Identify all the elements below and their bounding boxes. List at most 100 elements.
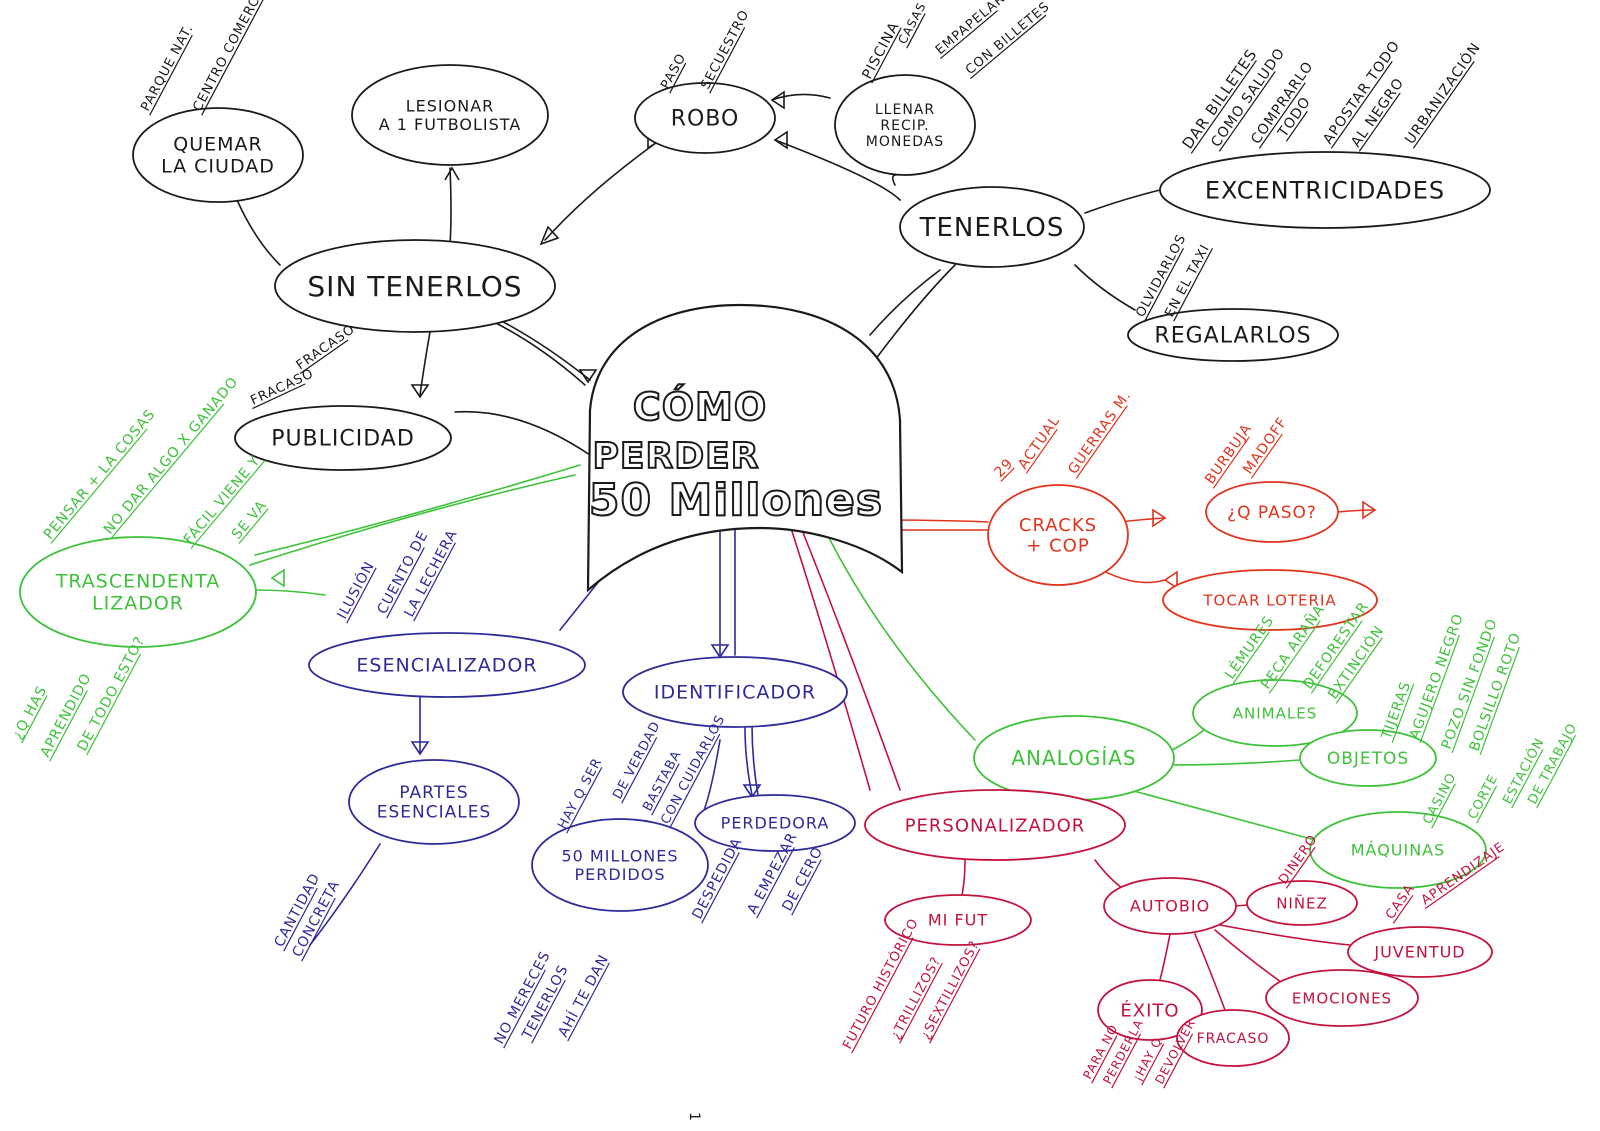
node-ellipse <box>1176 1009 1290 1067</box>
node-label: LESIONAR <box>406 96 495 115</box>
connector-line <box>961 859 966 896</box>
note-sevan: SE VA <box>229 497 270 542</box>
connector-line <box>1084 189 1161 214</box>
note-underline <box>791 859 822 916</box>
arrow-head <box>1152 508 1167 528</box>
arrow-head <box>770 90 785 110</box>
node-ellipse <box>1159 151 1491 229</box>
note-underline <box>238 508 269 544</box>
node-personalizador: PERSONALIZADOR <box>864 789 1126 861</box>
central-topic: CÓMO PERDER 50 Millones <box>586 303 904 593</box>
note-underline <box>301 897 336 962</box>
node-ellipse <box>308 632 586 698</box>
node-label: OBJETOS <box>1327 749 1409 769</box>
connector-line <box>454 410 591 456</box>
connector-line <box>544 139 661 241</box>
connector-line <box>419 331 431 396</box>
connector-line <box>1214 929 1286 986</box>
node-label: RECIP. <box>880 118 929 134</box>
arrow-head <box>1362 500 1377 520</box>
node-ellipse <box>531 818 709 912</box>
note-underline <box>940 10 998 60</box>
node-ellipse <box>864 789 1126 861</box>
node-tenerlos: TENERLOS <box>899 186 1085 268</box>
note-underline <box>1212 436 1250 489</box>
node-ellipse <box>234 405 452 471</box>
node-label: AUTOBIO <box>1130 897 1210 916</box>
connector-line <box>771 93 831 101</box>
connector-line <box>236 199 281 266</box>
node-ellipse <box>351 64 549 166</box>
note-underline <box>1451 636 1495 754</box>
connector-line <box>249 474 576 566</box>
note-fracaso2: FRACASO <box>294 322 358 373</box>
note-madoff: MADOFF <box>1240 414 1291 477</box>
connector-line <box>489 319 586 386</box>
connector-line <box>869 269 941 336</box>
note-underline <box>413 542 456 622</box>
note-underline <box>651 763 680 816</box>
connector-line <box>774 139 901 201</box>
node-ellipse <box>1192 679 1358 747</box>
note-underline <box>1310 620 1363 694</box>
note-casas: CASAS <box>895 0 929 46</box>
connector-line <box>309 843 381 946</box>
note-underline <box>386 547 425 619</box>
node-ellipse <box>348 759 520 845</box>
note-underline <box>669 733 721 829</box>
note-underline <box>709 27 746 94</box>
connector-line <box>1094 859 1126 891</box>
note-underline <box>1163 1033 1194 1089</box>
connector-line <box>874 264 956 361</box>
note-underline <box>1392 894 1414 924</box>
note-underline <box>906 13 926 49</box>
note-burbuja: BURBUJA <box>1202 421 1255 487</box>
connector-line <box>1074 264 1136 311</box>
note-underline <box>899 962 943 1044</box>
central-title-line1: CÓMO <box>633 385 767 429</box>
node-esencializador: ESENCIALIZADOR <box>308 632 586 698</box>
note-underline <box>1358 92 1401 152</box>
node-label: ANALOGÍAS <box>1011 746 1136 770</box>
node-ellipse <box>1309 811 1487 889</box>
note-underline <box>1412 61 1475 149</box>
node-label: NIÑEZ <box>1276 893 1328 912</box>
node-label: TENERLOS <box>919 213 1065 243</box>
node-ellipse <box>1127 308 1339 362</box>
note-underline <box>1000 467 1015 482</box>
node-label: QUEMAR <box>173 134 262 156</box>
note-underline <box>1091 1035 1118 1084</box>
node-animales: ANIMALES <box>1192 679 1358 747</box>
note-underline <box>299 339 349 375</box>
node-ellipse <box>634 82 776 154</box>
node-ellipse <box>274 239 556 333</box>
note-ilusion: ILUSIÓN <box>333 558 378 622</box>
arrow-head <box>773 130 788 150</box>
node-label: REGALARLOS <box>1154 324 1311 349</box>
node-ellipse <box>1299 729 1437 787</box>
node-label: 50 MILLONES <box>561 846 678 865</box>
node-label: ROBO <box>671 107 740 132</box>
node-label: EXCENTRICIDADES <box>1205 176 1445 204</box>
node-ellipse <box>19 536 257 648</box>
note-underline <box>1476 785 1498 824</box>
note-urbanizacion: URBANIZACIÓN <box>1401 39 1485 148</box>
connector-line <box>489 314 591 381</box>
note-futurista: FUTURO HISTÓRICO <box>839 915 922 1051</box>
node-label: SIN TENERLOS <box>307 270 522 303</box>
arrow-head <box>410 384 430 399</box>
node-ellipse <box>1162 569 1378 631</box>
note-underline <box>21 695 48 744</box>
note-underline <box>1111 1033 1142 1089</box>
note-underline <box>110 403 225 539</box>
note-underline <box>1173 247 1214 322</box>
note-underline <box>1419 634 1460 744</box>
note-underline <box>669 62 687 94</box>
note-underline <box>252 383 306 410</box>
note-actual: ACTUAL <box>1015 413 1063 472</box>
note-underline <box>1144 247 1185 322</box>
note-underline <box>1258 82 1306 149</box>
